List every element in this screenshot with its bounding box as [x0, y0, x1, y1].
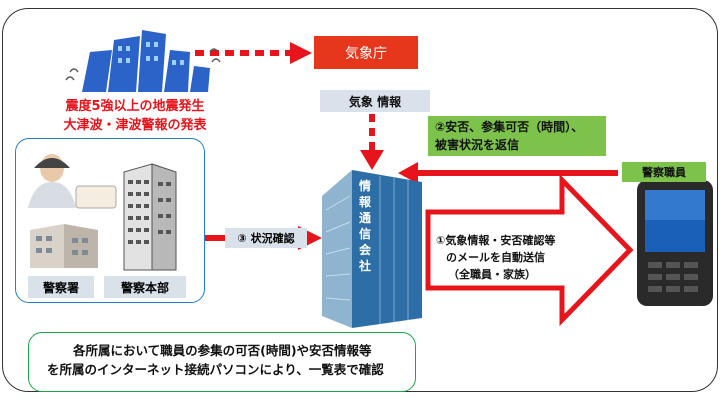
police-illustration: [28, 154, 177, 271]
officer-icon: [28, 154, 117, 209]
police-station-label: 警察署: [28, 276, 94, 298]
status-check-label: ③ 状況確認: [225, 228, 307, 248]
police-staff-label: 警察職員: [622, 162, 706, 182]
weather-info-label: 気象 情報: [320, 90, 430, 112]
reply-line1: ②安否、参集可否（時間）、: [435, 120, 584, 134]
police-hq-icon: [123, 163, 177, 271]
center-building: [322, 170, 422, 328]
auto-mail-line3: （全職員・家族）: [448, 268, 536, 281]
reply-arrowhead: [398, 162, 418, 184]
auto-mail-line1: ①気象情報・安否確認等: [436, 234, 556, 247]
auto-mail-line2: のメールを自動送信: [446, 251, 545, 264]
bottom-note-box: 各所属において職員の参集の可否(時間)や安否情報等 を所属のインターネット接続パ…: [28, 332, 416, 392]
police-station-icon: [30, 224, 98, 268]
earthquake-caption: 震度5強以上の地震発生 大津波・津波警報の発表: [40, 97, 230, 135]
earthquake-buildings-illustration: [65, 30, 221, 92]
reply-box: ②安否、参集可否（時間）、 被害状況を返信: [428, 116, 606, 156]
police-hq-label: 警察本部: [104, 276, 186, 298]
phone-illustration: [637, 180, 713, 306]
info-company-label: 情報通信会社: [358, 179, 371, 273]
note-line1: 各所属において職員の参集の可否(時間)や安否情報等: [73, 343, 372, 358]
notify-big-arrow: [425, 173, 634, 327]
meteorological-agency-box: 気象庁: [314, 36, 418, 69]
auto-mail-text: ①気象情報・安否確認等 のメールを自動送信 （全職員・家族）: [436, 232, 582, 283]
earthquake-caption-line2: 大津波・津波警報の発表: [63, 118, 207, 133]
earthquake-caption-line1: 震度5強以上の地震発生: [65, 99, 205, 114]
reply-line2: 被害状況を返信: [435, 138, 520, 152]
note-line2: を所属のインターネット接続パソコンにより、一覧表で確認: [47, 362, 384, 377]
agency-to-center-arrowhead: [360, 150, 384, 170]
quake-to-agency-arrowhead: [290, 42, 312, 64]
